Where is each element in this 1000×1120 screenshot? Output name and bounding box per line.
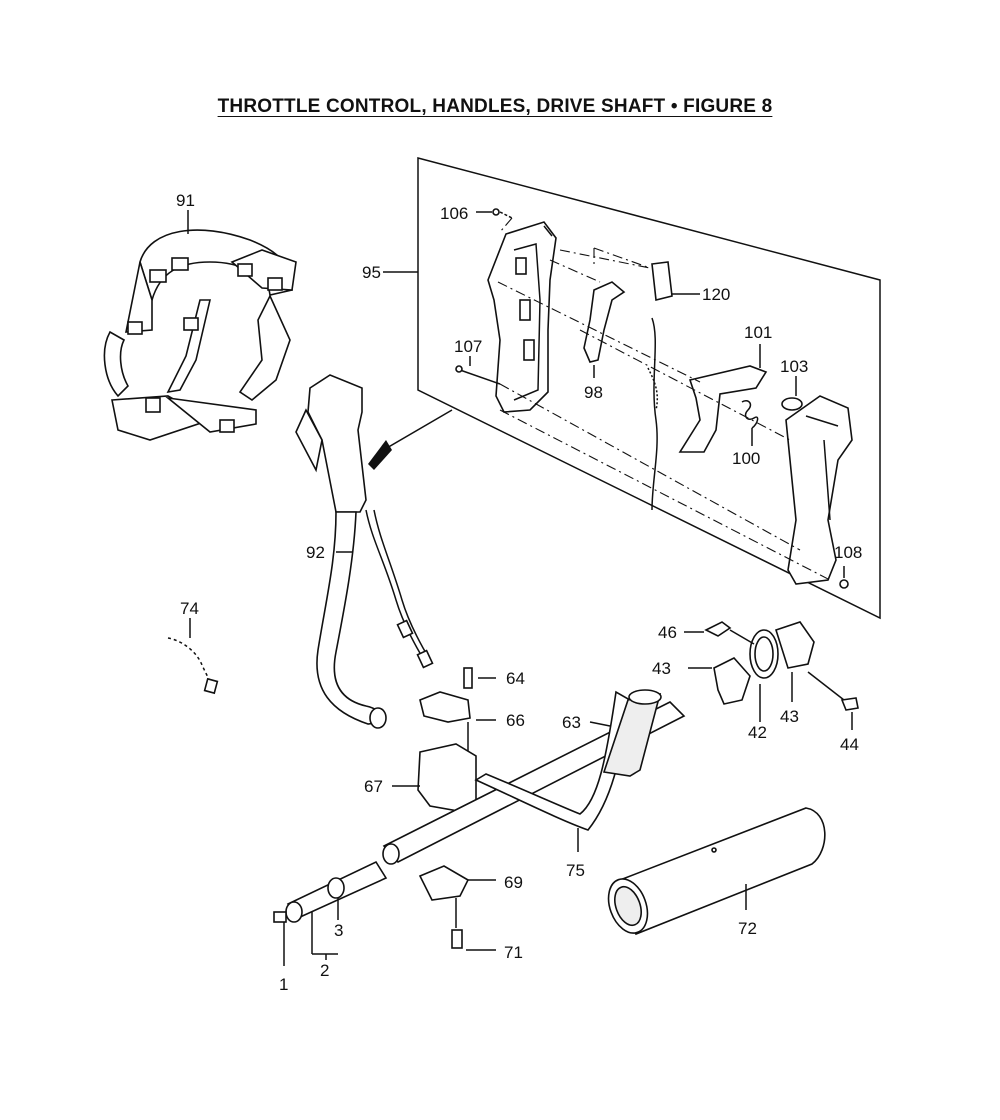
tube-part-72 bbox=[607, 807, 826, 936]
callout-2: 2 bbox=[320, 961, 329, 980]
clip-part-46 bbox=[684, 621, 755, 645]
part-103 bbox=[781, 376, 803, 411]
callout-64: 64 bbox=[506, 669, 525, 688]
callout-71: 71 bbox=[504, 943, 523, 962]
figure-title-text: THROTTLE CONTROL, HANDLES, DRIVE SHAFT •… bbox=[217, 96, 773, 117]
callout-120: 120 bbox=[702, 285, 730, 304]
callout-101: 101 bbox=[744, 323, 772, 342]
clamp-part-66 bbox=[419, 691, 496, 760]
callout-labels: 91 106 95 120 101 107 103 98 100 92 108 … bbox=[176, 191, 862, 994]
clamp-part-69 bbox=[418, 865, 496, 928]
handle-part-92 bbox=[295, 374, 453, 729]
callout-3: 3 bbox=[334, 921, 343, 940]
callout-43b: 43 bbox=[780, 707, 799, 726]
callout-75: 75 bbox=[566, 861, 585, 880]
callout-72: 72 bbox=[738, 919, 757, 938]
callout-74: 74 bbox=[180, 599, 199, 618]
harness-part-91 bbox=[103, 210, 297, 441]
screw-part-64 bbox=[463, 667, 496, 689]
screw-part-106 bbox=[476, 208, 513, 219]
callout-103: 103 bbox=[780, 357, 808, 376]
callout-95: 95 bbox=[362, 263, 381, 282]
callout-46: 46 bbox=[658, 623, 677, 642]
callout-100: 100 bbox=[732, 449, 760, 468]
callout-107: 107 bbox=[454, 337, 482, 356]
inset-panel bbox=[383, 157, 881, 620]
spring-part-100 bbox=[741, 399, 759, 446]
callout-1: 1 bbox=[279, 975, 288, 994]
nut-part-108 bbox=[839, 566, 849, 589]
callout-106: 106 bbox=[440, 204, 468, 223]
callout-67: 67 bbox=[364, 777, 383, 796]
assembly-lines bbox=[497, 217, 831, 581]
figure-title: THROTTLE CONTROL, HANDLES, DRIVE SHAFT •… bbox=[0, 96, 990, 118]
callout-91: 91 bbox=[176, 191, 195, 210]
bracket-part-67 bbox=[392, 743, 477, 813]
handle-half-left bbox=[487, 221, 557, 413]
callout-44: 44 bbox=[840, 735, 859, 754]
callout-66: 66 bbox=[506, 711, 525, 730]
callout-43a: 43 bbox=[652, 659, 671, 678]
clamp-part-43b bbox=[775, 621, 815, 702]
grip-part-63 bbox=[474, 689, 662, 831]
callout-108: 108 bbox=[834, 543, 862, 562]
lever-part-98 bbox=[583, 281, 626, 378]
switch-part-120 bbox=[647, 261, 700, 511]
callout-42: 42 bbox=[748, 723, 767, 742]
driveshaft-parts bbox=[273, 860, 388, 966]
handle-half-right bbox=[785, 395, 853, 585]
callout-69: 69 bbox=[504, 873, 523, 892]
chain-part-74 bbox=[167, 618, 219, 695]
callout-98: 98 bbox=[584, 383, 603, 402]
screw-part-71 bbox=[451, 929, 496, 951]
trigger-part-101 bbox=[678, 344, 768, 453]
screw-part-44 bbox=[807, 671, 859, 730]
clamp-part-43a bbox=[688, 657, 751, 705]
callout-63: 63 bbox=[562, 713, 581, 732]
ring-part-42 bbox=[749, 629, 779, 722]
screw-part-107 bbox=[455, 356, 501, 385]
callout-92: 92 bbox=[306, 543, 325, 562]
